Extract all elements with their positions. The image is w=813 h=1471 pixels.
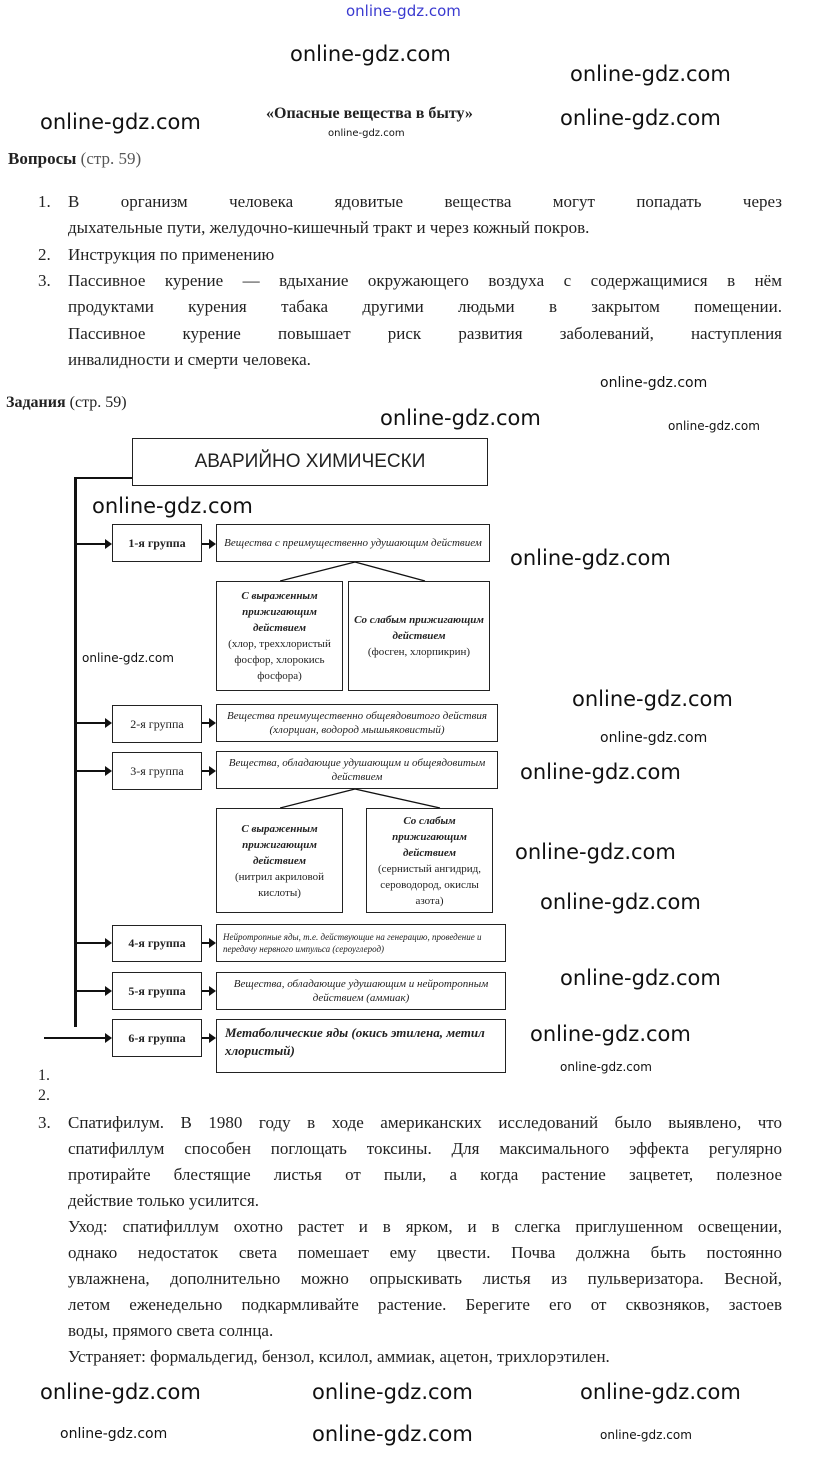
watermark: online-gdz.com — [580, 1380, 741, 1404]
sub-title: С выраженным прижигающим действием — [241, 590, 318, 634]
group-1-sub-strong: С выраженным прижигающим действием(хлор,… — [216, 581, 343, 691]
watermark: online-gdz.com — [40, 1380, 201, 1404]
q3-line: продуктами курения табака другими людьми… — [68, 297, 782, 316]
q1-number: 1. — [38, 192, 51, 211]
diagram-connector — [74, 477, 132, 479]
questions-heading-label: Вопросы — [8, 149, 77, 168]
group-1: 1-я группа — [112, 524, 202, 562]
answer-3-line: Спатифилум. В 1980 году в ходе американс… — [68, 1113, 782, 1132]
watermark: online-gdz.com — [312, 1380, 473, 1404]
watermark: online-gdz.com — [312, 1422, 473, 1446]
group-3: 3-я группа — [112, 752, 202, 790]
group-2-desc: Вещества преимущественно общеядовитого д… — [216, 704, 498, 742]
sub-detail: (хлор, треххлористый фосфор, хлорокись ф… — [228, 638, 331, 682]
q3-line: Пассивное курение — вдыхание окружающего… — [68, 271, 782, 290]
answer-3-line: увлажнена, дополнительно можно опрыскива… — [68, 1269, 782, 1288]
arrow — [202, 766, 216, 776]
watermark: online-gdz.com — [40, 110, 201, 134]
arrow — [202, 1033, 216, 1043]
answer-2-number: 2. — [38, 1087, 50, 1104]
watermark: online-gdz.com — [92, 494, 253, 518]
watermark: online-gdz.com — [520, 760, 681, 784]
watermark: online-gdz.com — [82, 651, 174, 665]
watermark: online-gdz.com — [60, 1426, 168, 1442]
tasks-page-ref: (стр. 59) — [69, 394, 127, 411]
answer-3-number: 3. — [38, 1113, 51, 1132]
diagram-root: АВАРИЙНО ХИМИЧЕСКИ — [132, 438, 488, 486]
watermark: online-gdz.com — [668, 419, 760, 433]
answer-3-line: спатифиллум способен поглощать токсины. … — [68, 1139, 782, 1158]
q2-number: 2. — [38, 245, 51, 264]
watermark: online-gdz.com — [600, 1428, 692, 1442]
q3-line: инвалидности и смерти человека. — [68, 350, 311, 369]
sub-detail: (нитрил акриловой кислоты) — [234, 870, 325, 899]
watermark: online-gdz.com — [600, 730, 708, 746]
group-3-desc: Вещества, обладающие удушающим и общеядо… — [216, 751, 498, 789]
diagram-trunk — [74, 477, 77, 1027]
page-title: «Опасные вещества в быту» — [266, 105, 473, 122]
tasks-heading: Задания (стр. 59) — [6, 393, 127, 413]
watermark: online-gdz.com — [515, 840, 676, 864]
watermark: online-gdz.com — [572, 687, 733, 711]
answer-3-line: Уход: спатифиллум охотно растет и в ярко… — [68, 1217, 782, 1236]
arrow — [76, 986, 112, 996]
watermark: online-gdz.com — [540, 890, 701, 914]
arrow — [202, 986, 216, 996]
answer-3-line: летом еженедельно подкармливайте растени… — [68, 1295, 782, 1314]
group-4-desc: Нейротропные яды, т.е. действующие на ге… — [216, 924, 506, 962]
arrow — [202, 718, 216, 728]
group-5: 5-я группа — [112, 972, 202, 1010]
answer-3-line: однако недостаток света помешает ему цве… — [68, 1243, 782, 1262]
watermark-top-link[interactable]: online-gdz.com — [346, 2, 461, 20]
watermark: online-gdz.com — [560, 1060, 652, 1074]
q1-line: В организм человека ядовитые вещества мо… — [68, 192, 782, 211]
watermark: online-gdz.com — [560, 106, 721, 130]
answer-3-line: Устраняет: формальдегид, бензол, ксилол,… — [68, 1347, 610, 1366]
sub-title: С выраженным прижигающим действием — [241, 822, 318, 867]
answer-1-number: 1. — [38, 1067, 50, 1084]
sub-detail: (сернистый ангидрид, сероводород, окислы… — [377, 862, 482, 907]
arrow — [76, 938, 112, 948]
group-2: 2-я группа — [112, 705, 202, 743]
group-3-sub-strong: С выраженным прижигающим действием (нитри… — [216, 808, 343, 913]
watermark: online-gdz.com — [600, 375, 708, 391]
watermark: online-gdz.com — [380, 406, 541, 430]
sub-title: Со слабым прижигающим действием — [392, 814, 467, 859]
group-3-sub-weak: Со слабым прижигающим действием(сернисты… — [366, 808, 493, 913]
watermark: online-gdz.com — [328, 128, 405, 139]
answer-3-line: воды, прямого света солнца. — [68, 1321, 274, 1340]
arrow — [76, 766, 112, 776]
group-1-sub-weak: Со слабым прижигающим действием (фосген, … — [348, 581, 490, 691]
watermark: online-gdz.com — [290, 42, 451, 66]
watermark: online-gdz.com — [570, 62, 731, 86]
group-5-desc: Вещества, обладающие удушающим и нейротр… — [216, 972, 506, 1010]
q2-line: Инструкция по применению — [68, 245, 275, 264]
tasks-heading-label: Задания — [6, 394, 66, 411]
group-6: 6-я группа — [112, 1019, 202, 1057]
questions-page-ref: (стр. 59) — [80, 149, 142, 168]
q3-line: Пассивное курение повышает риск развития… — [68, 324, 782, 343]
sub-detail: (фосген, хлорпикрин) — [367, 646, 471, 658]
arrow — [202, 938, 216, 948]
arrow — [76, 539, 112, 549]
questions-heading: Вопросы (стр. 59) — [8, 148, 141, 170]
watermark: online-gdz.com — [510, 546, 671, 570]
branch-lines — [280, 562, 426, 582]
branch-lines — [280, 789, 441, 809]
sub-title: Со слабым прижигающим действием — [354, 614, 484, 642]
group-1-desc: Вещества с преимущественно удушающим дей… — [216, 524, 490, 562]
group-4: 4-я группа — [112, 925, 202, 962]
arrow — [202, 539, 216, 549]
answer-3-line: действие только усилится. — [68, 1191, 260, 1210]
answer-3-line: протирайте блестящие листья от пыли, а к… — [68, 1165, 782, 1184]
group-6-desc: Метаболические яды (окись этилена, метил… — [216, 1019, 506, 1073]
arrow — [44, 1033, 112, 1043]
q3-number: 3. — [38, 271, 51, 290]
arrow — [76, 718, 112, 728]
q1-line: дыхательные пути, желудочно-кишечный тра… — [68, 218, 590, 237]
watermark: online-gdz.com — [560, 966, 721, 990]
watermark: online-gdz.com — [530, 1022, 691, 1046]
